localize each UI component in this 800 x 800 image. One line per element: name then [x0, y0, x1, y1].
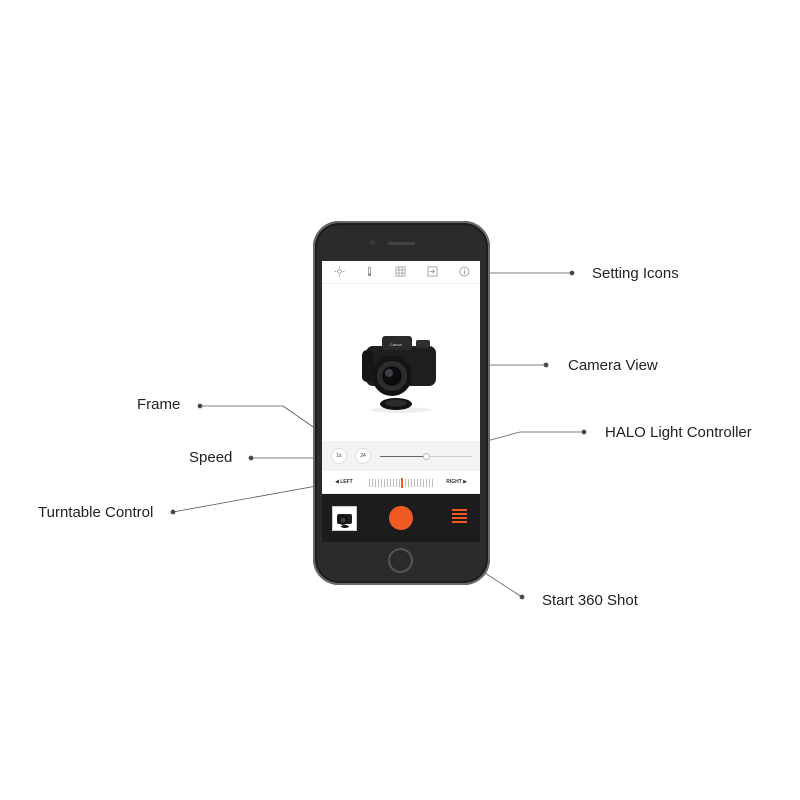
camera-product-image: Canon: [362, 336, 436, 413]
phone-frame: Canon 1s 24 ◀ LEFT: [313, 221, 490, 585]
home-button[interactable]: [388, 548, 413, 573]
front-camera: [370, 240, 375, 245]
earpiece: [388, 242, 415, 245]
temperature-icon[interactable]: [364, 266, 375, 277]
callout-camera-view: Camera View: [568, 357, 658, 374]
export-icon[interactable]: [427, 266, 438, 277]
grid-icon[interactable]: [395, 266, 406, 277]
halo-light-slider-knob[interactable]: [423, 454, 429, 459]
turntable-left-button[interactable]: ◀ LEFT: [335, 479, 353, 485]
turntable-right-label: RIGHT: [446, 479, 462, 485]
halo-light-slider-fill: [380, 456, 426, 457]
turntable-dial[interactable]: [369, 478, 435, 488]
callout-halo-light-controller: HALO Light Controller: [605, 424, 752, 441]
callout-start-360-shot: Start 360 Shot: [542, 592, 638, 609]
callout-speed: Speed: [189, 449, 233, 466]
turntable-position-marker: [401, 478, 403, 488]
frame-speed-light-row: 1s 24: [322, 441, 480, 471]
frame-button[interactable]: 24: [356, 449, 370, 463]
halo-light-slider[interactable]: [380, 454, 472, 459]
menu-icon[interactable]: [452, 509, 467, 526]
info-icon[interactable]: [459, 266, 470, 277]
start-360-shot-button[interactable]: [389, 506, 413, 530]
turntable-left-label: LEFT: [340, 479, 353, 485]
brightness-icon[interactable]: [334, 266, 345, 277]
speed-button[interactable]: 1s: [332, 449, 346, 463]
settings-bar: [322, 261, 480, 284]
callout-turntable-control: Turntable Control: [38, 504, 154, 521]
turntable-control: ◀ LEFT RIGHT ▶: [322, 473, 480, 494]
camera-thumbnail[interactable]: [332, 506, 357, 531]
svg-text:Canon: Canon: [390, 342, 402, 347]
callout-frame: Frame: [137, 396, 181, 413]
turntable-right-button[interactable]: RIGHT ▶: [446, 479, 467, 485]
callout-setting-icons: Setting Icons: [592, 265, 679, 282]
app-screen: Canon 1s 24 ◀ LEFT: [322, 261, 480, 542]
camera-view: Canon: [322, 284, 480, 441]
bottom-bar: [322, 494, 480, 542]
